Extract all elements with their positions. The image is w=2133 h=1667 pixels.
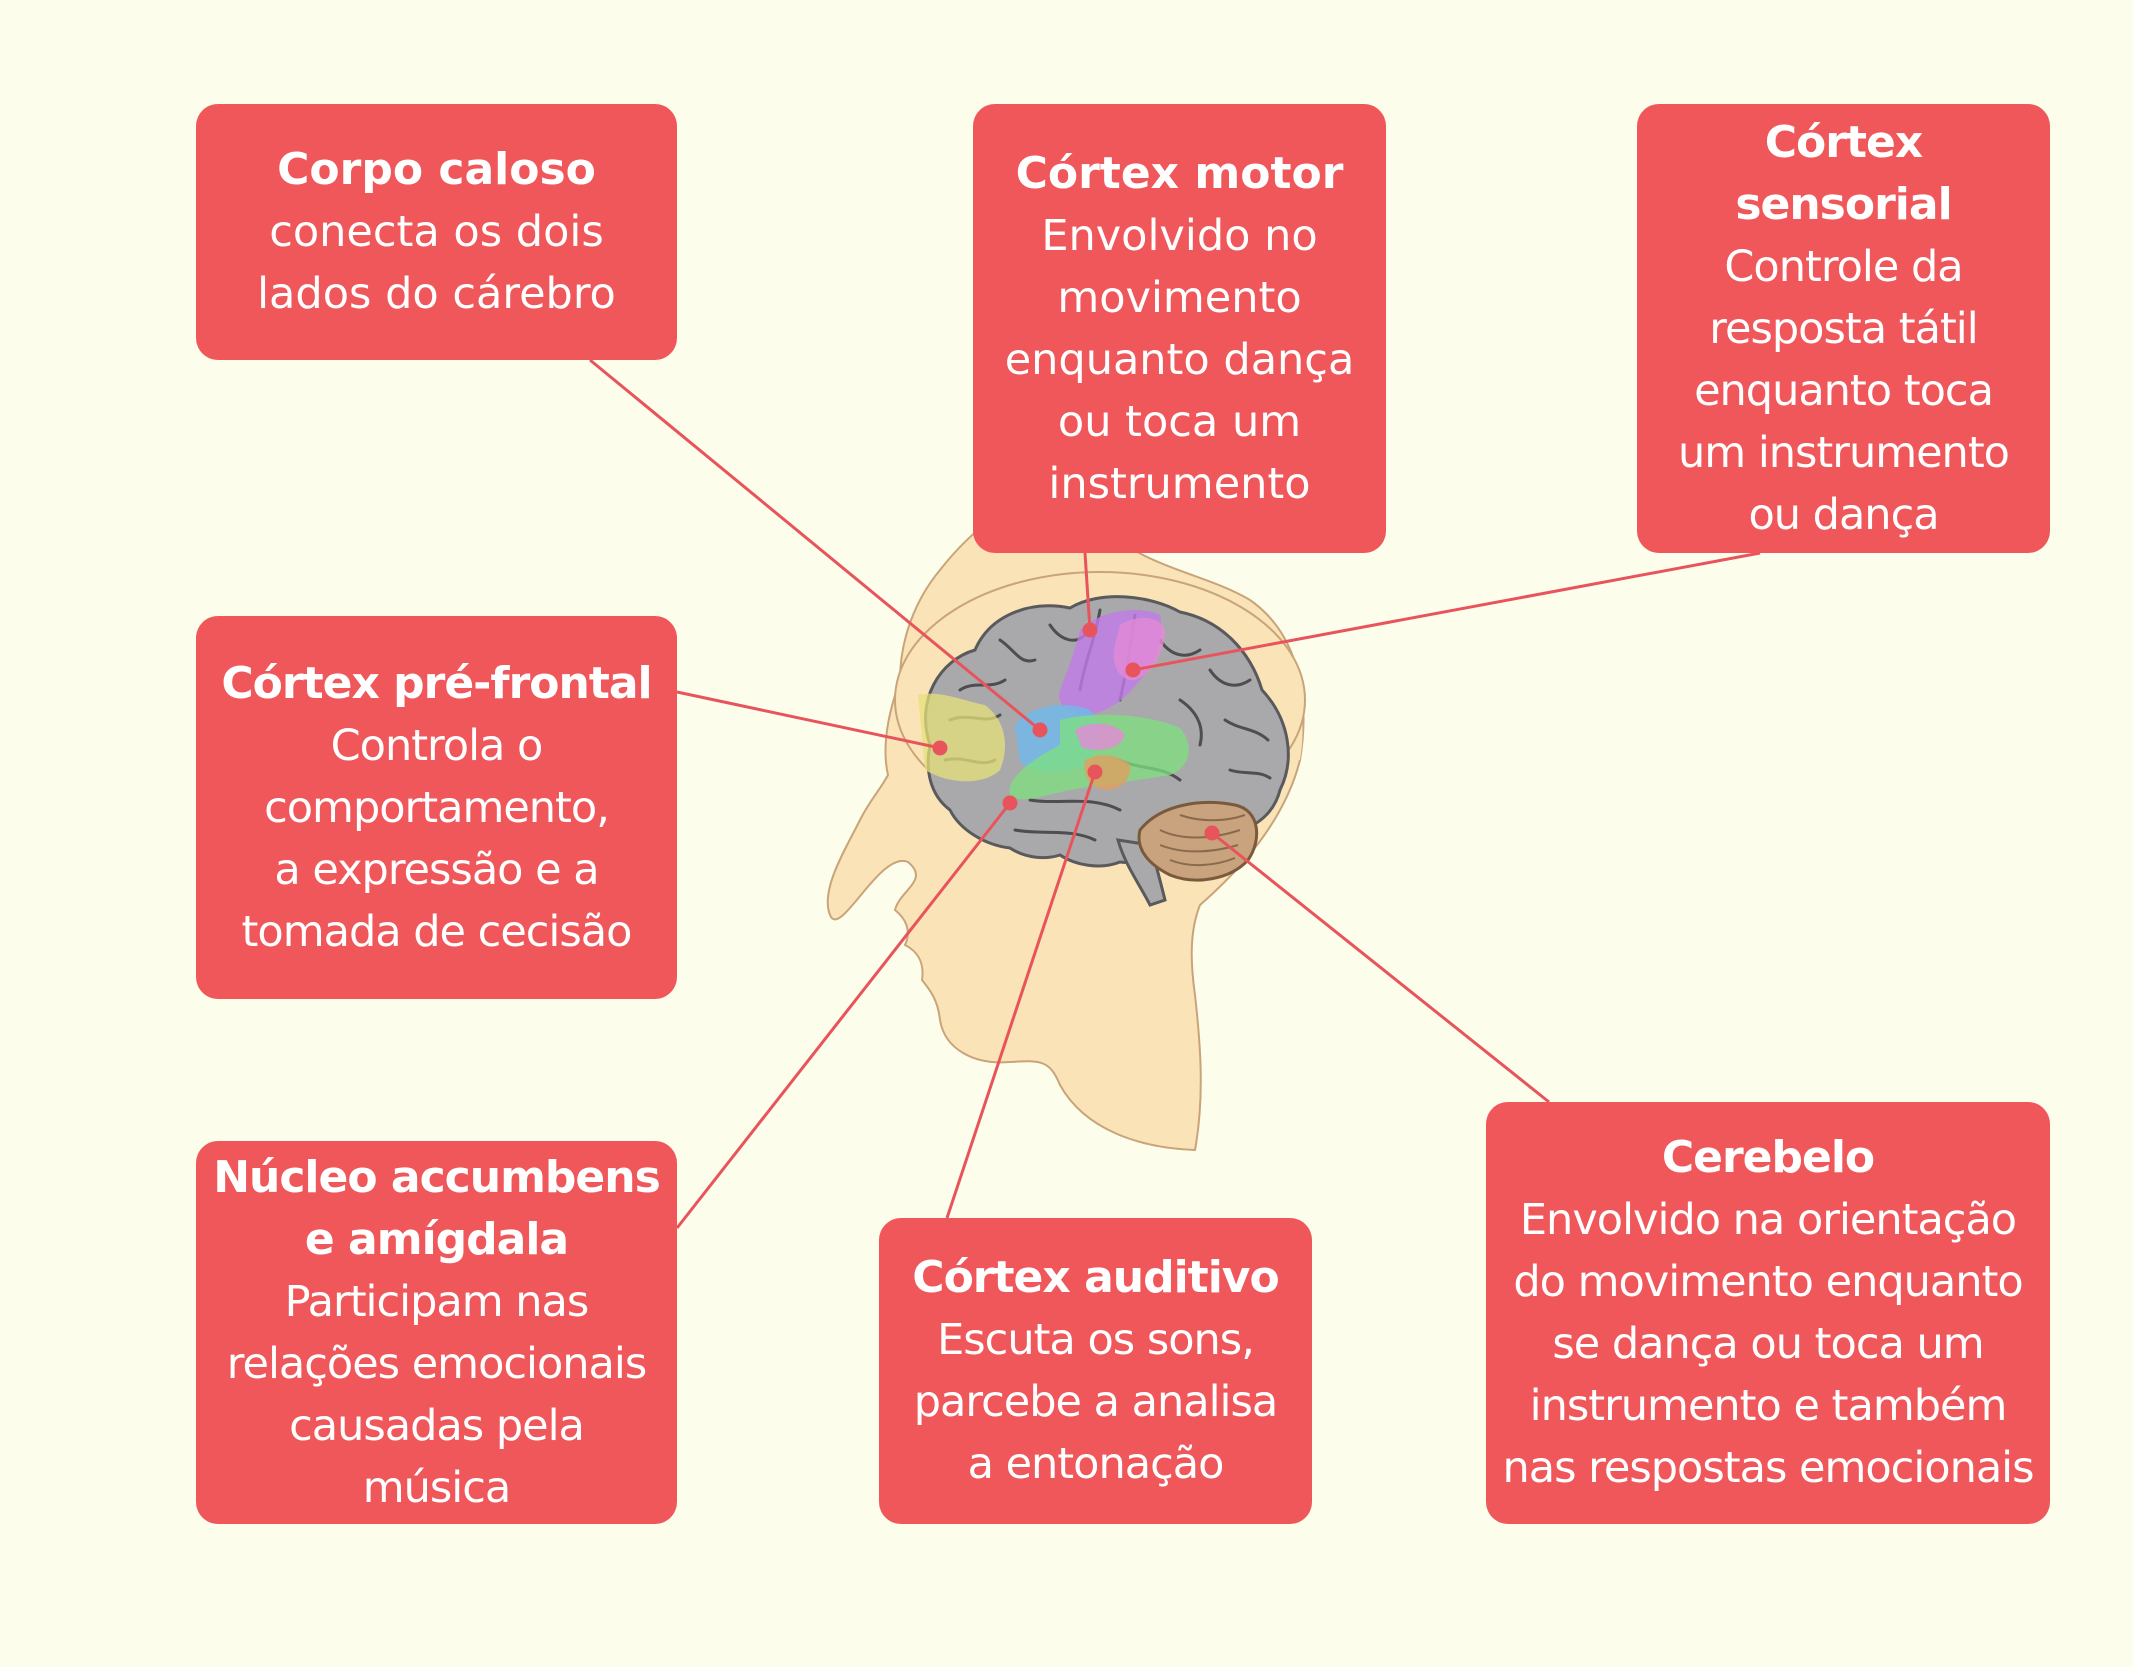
label-title: Córtex pré-frontal <box>221 657 652 709</box>
label-description: Controle da resposta tátil enquanto toca… <box>1678 241 2010 540</box>
dot-cortex-motor <box>1082 622 1098 638</box>
label-title: Córtex auditivo <box>912 1252 1279 1303</box>
connector-corpo-caloso <box>589 358 1041 732</box>
label-box-cortex-motor: Córtex motor Envolvido no movimento enqu… <box>973 104 1386 553</box>
label-description: Participam nas relações emocionais causa… <box>226 1276 647 1513</box>
connector-cortex-motor <box>1083 552 1092 631</box>
label-title: Núcleo accumbens e amígdala <box>213 1151 661 1265</box>
label-box-cortex-sensorial: Córtex sensorial Controle da resposta tá… <box>1637 104 2050 553</box>
label-box-nucleo-accumbens: Núcleo accumbens e amígdala Participam n… <box>196 1141 677 1524</box>
connector-cortex-pre-frontal <box>676 690 941 750</box>
dot-cortex-sensorial <box>1125 662 1141 678</box>
connector-dots <box>932 622 1220 841</box>
connectors <box>589 358 1761 1229</box>
amygdala-region <box>1084 755 1131 790</box>
prefrontal-region <box>918 693 1005 782</box>
label-title: Cerebelo <box>1661 1132 1875 1183</box>
label-title: Córtex sensorial <box>1735 116 1952 230</box>
dot-cortex-pre-frontal <box>932 740 948 756</box>
connector-cortex-auditivo <box>945 771 1097 1219</box>
label-box-cerebelo: Cerebelo Envolvido na orientação do movi… <box>1486 1102 2050 1524</box>
dot-corpo-caloso <box>1032 722 1048 738</box>
sensory-region <box>1113 618 1165 681</box>
label-title: Corpo caloso <box>277 144 596 195</box>
label-box-corpo-caloso: Corpo caloso conecta os dois lados do cá… <box>196 104 677 360</box>
label-box-cortex-auditivo: Córtex auditivo Escuta os sons, parcebe … <box>879 1218 1312 1524</box>
dot-cortex-auditivo <box>1087 764 1103 780</box>
pink-region <box>1075 723 1125 750</box>
label-description: Envolvido na orientação do movimento enq… <box>1502 1195 2034 1493</box>
connector-nucleo <box>675 802 1012 1229</box>
connector-cerebelo <box>1211 831 1550 1104</box>
dot-nucleo <box>1002 795 1018 811</box>
brain-icon <box>918 595 1290 907</box>
label-description: conecta os dois lados do cárebro <box>257 207 616 319</box>
cerebellum <box>1137 800 1259 882</box>
connector-cortex-sensorial <box>1132 551 1761 672</box>
label-description: Controla o comportamento, a expressão e … <box>241 720 633 957</box>
label-title: Córtex motor <box>1015 147 1344 199</box>
dot-cerebelo <box>1204 825 1220 841</box>
label-box-cortex-pre-frontal: Córtex pré-frontal Controla o comportame… <box>196 616 677 999</box>
label-description: Envolvido no movimento enquanto dança ou… <box>1004 210 1355 509</box>
label-description: Escuta os sons, parcebe a analisa a ento… <box>913 1315 1279 1489</box>
